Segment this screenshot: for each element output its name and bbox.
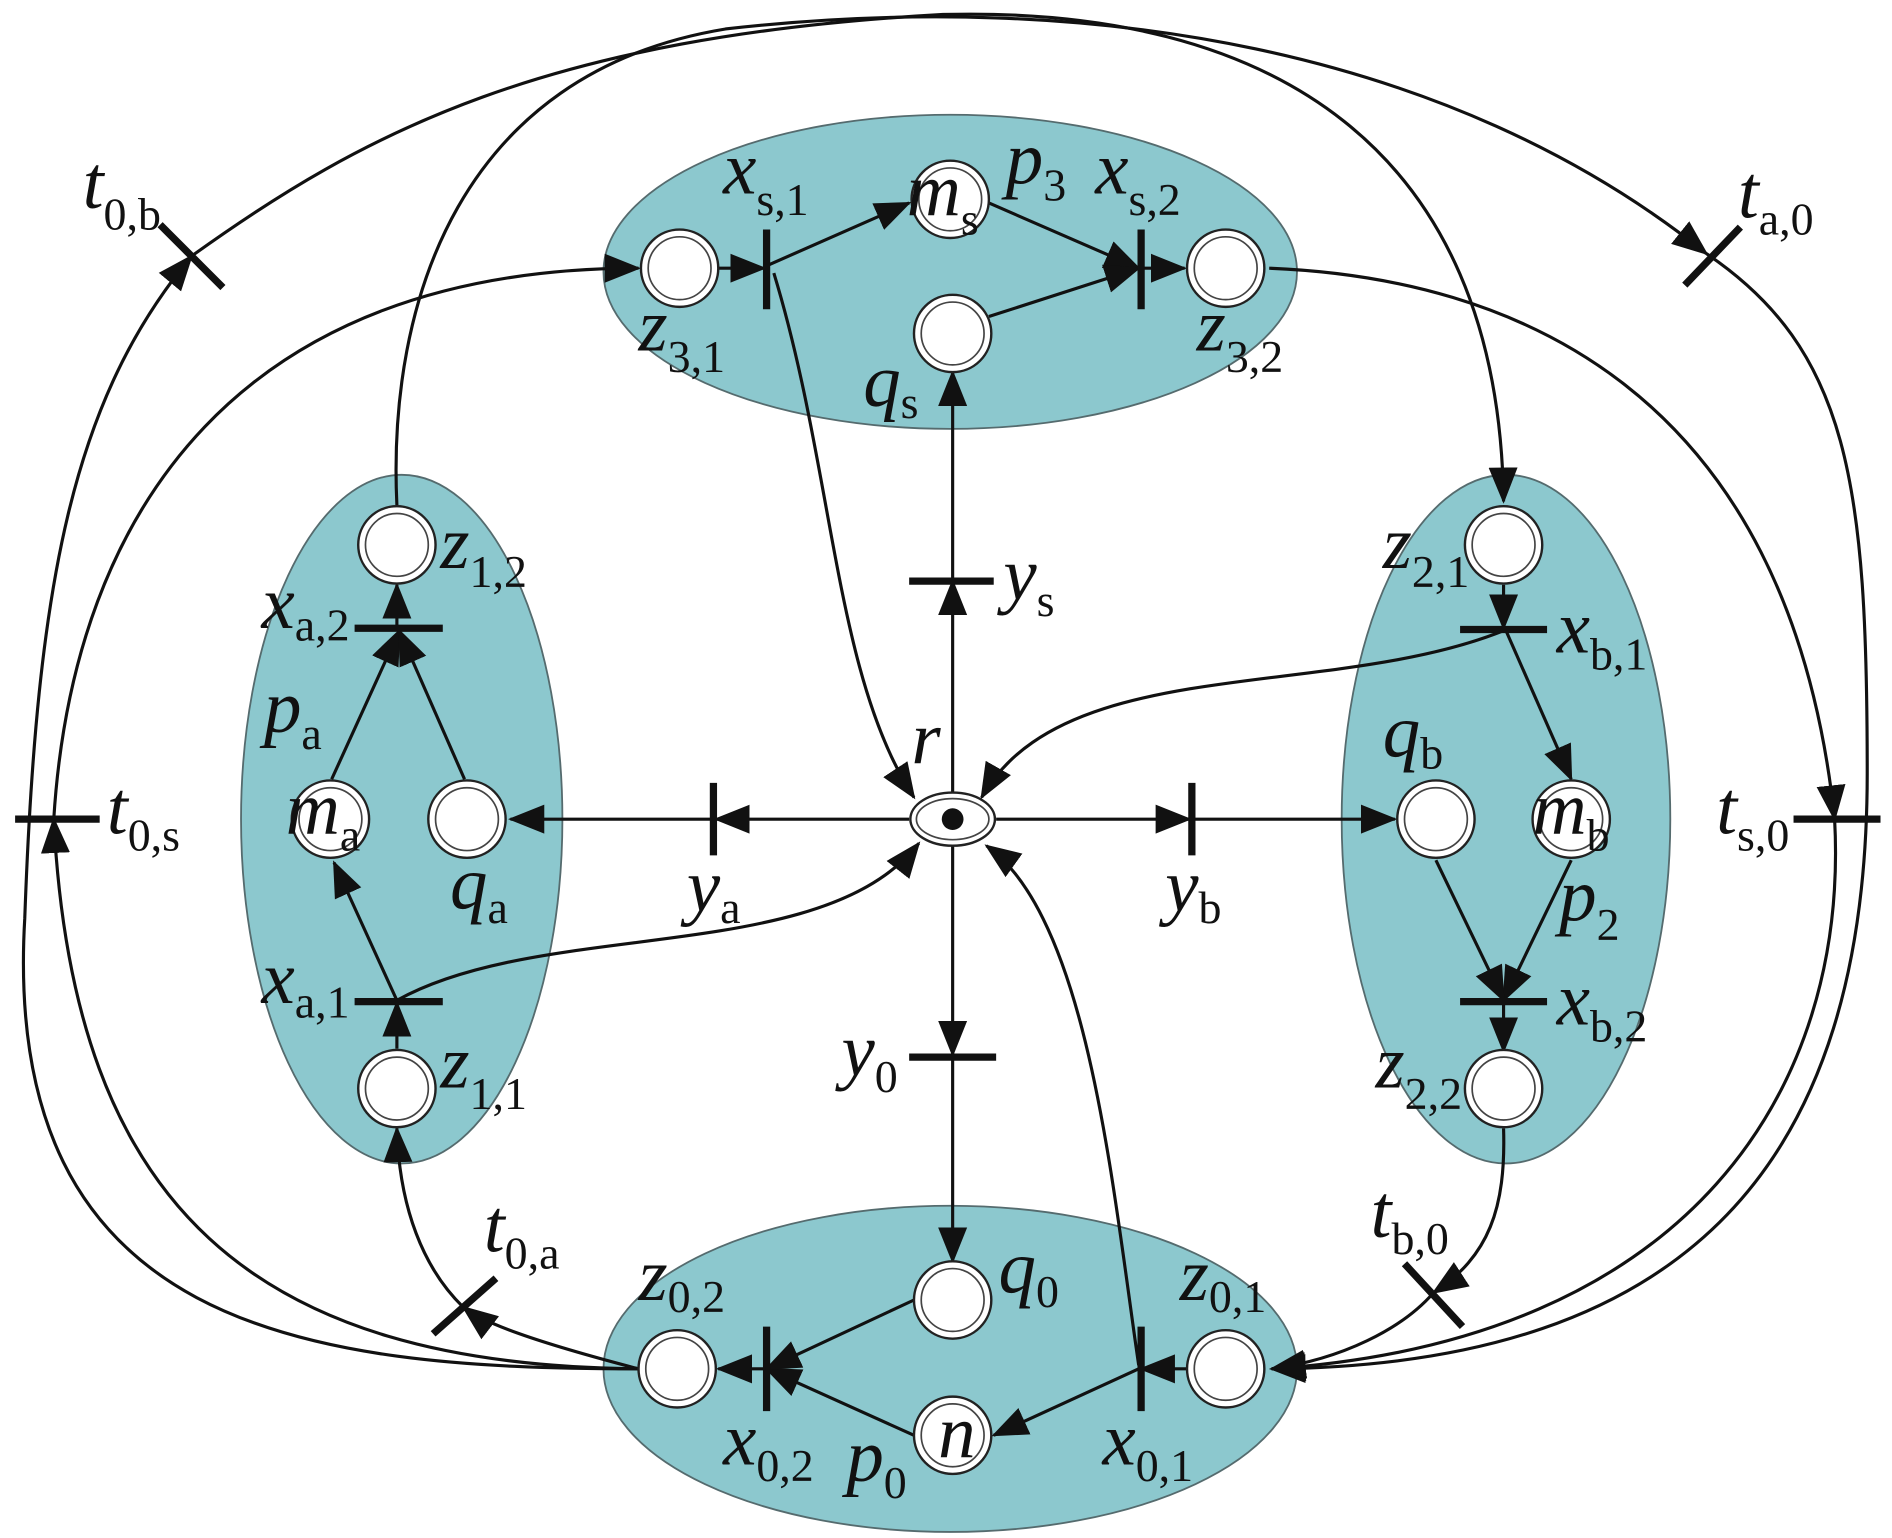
arc-xa1-r [396,841,921,1002]
label-x-a-1: xa,1 [261,937,350,1027]
label-m-b: mb [1533,768,1610,861]
label-z-0-1: z0,1 [1179,1234,1267,1322]
arc-tb0-z01 [1269,1291,1435,1379]
label-p-0: p0 [841,1415,906,1508]
token [941,808,964,831]
arc-mb-xb2 [1502,859,1573,1003]
label-q-s: qs [863,340,918,428]
place-n [912,1395,993,1476]
label-q-b: qb [1383,690,1443,778]
label-x-b-2: xb,2 [1556,959,1648,1052]
arc-z02-t0a [461,1305,639,1371]
arc-z12-ta0 [394,15,1709,506]
arcs [21,12,1869,1437]
place-z-3-1 [639,228,720,309]
label-p-2: p2 [1554,855,1619,950]
transition-t-a-0 [1682,224,1743,288]
arc-xs1-r [772,272,916,800]
place-z-3-2 [1185,228,1266,309]
label-z-3-1: z3,1 [638,284,726,382]
label-t-0-b: t0,b [83,142,161,240]
label-m-a: ma [286,768,360,861]
place-z-2-1 [1463,505,1544,585]
label-y-s: ys [996,533,1054,626]
label-t-b-0: tb,0 [1371,1171,1449,1264]
arc-z22-tb0 [1431,1128,1506,1295]
label-x-b-1: xb,1 [1556,586,1648,679]
place-q-a [427,779,507,860]
label-z-2-1: z2,1 [1382,502,1470,597]
places [290,159,1612,1476]
place-q-b [1396,779,1476,860]
transition-t-b-0 [1401,1261,1466,1330]
place-z-1-2 [357,505,437,585]
label-z-3-2: z3,2 [1196,284,1284,382]
label-n: n [938,1391,975,1474]
arc-ts0-z01 [1269,819,1838,1382]
place-z-0-1 [1185,1328,1266,1409]
arc-qb-xb2 [1434,859,1505,1003]
arc-n-x02 [764,1367,915,1437]
label-t-s-0: ts,0 [1716,768,1789,861]
arc-z02-t0b [21,254,639,1371]
label-q-0: q0 [999,1227,1059,1317]
transition-t-0-a [430,1275,499,1337]
label-r: r [912,698,942,781]
label-y-b: yb [1158,845,1221,933]
arc-t0a-z11 [383,1126,465,1309]
label-x-0-1: x0,1 [1101,1398,1193,1491]
label-m-s: ms [907,149,979,244]
label-t-a-0: ta,0 [1738,151,1814,244]
label-x-s-2: xs,2 [1094,127,1181,225]
label-z-0-2: z0,2 [638,1234,726,1322]
arc-x01-r [984,844,1141,1366]
place-m-a [290,779,371,860]
arc-ma-xa2 [330,628,401,780]
arc-qa-xa2 [397,628,466,780]
place-m-s [910,159,991,240]
label-z-1-2: z1,2 [439,502,527,597]
label-x-0-2: x0,2 [722,1398,814,1491]
arc-x01-n [991,1367,1140,1437]
label-z-2-2: z2,2 [1375,1021,1463,1119]
place-z-1-1 [357,1048,437,1129]
arc-qs-xs2 [988,264,1142,319]
arc-z32-ts0 [1269,266,1846,822]
label-y-a: ya [680,845,741,933]
arc-q0-x02 [764,1298,915,1371]
transition-bars [15,222,1881,1412]
label-t-0-a: t0,a [484,1186,560,1279]
arc-xb1-mb [1504,630,1573,782]
place-q-0 [912,1260,993,1340]
arc-xb1-r [980,629,1505,800]
place-z-2-2 [1463,1048,1544,1129]
labels: xs,1 ms p3 xs,2 z3,1 z3,2 qs r ys ya yb … [83,118,1814,1508]
label-q-a: qa [450,843,508,933]
transition-t-0-b [157,222,226,291]
place-r [909,791,997,847]
arc-t0b-z21 [190,12,1518,504]
label-z-1-1: z1,1 [439,1021,527,1119]
label-t-0-s: t0,s [107,768,180,861]
label-y-0: y0 [834,1009,897,1102]
arc-xa1-ma [332,860,399,1002]
label-p-3: p3 [1001,118,1066,211]
arc-t0s-z31 [52,253,641,820]
region-top [602,113,1298,430]
arc-z02-t0s [40,816,639,1371]
label-x-s-1: xs,1 [722,127,809,225]
label-x-a-2: xa,2 [261,562,350,650]
arc-ta0-z01 [1269,252,1869,1384]
place-q-s [912,293,993,374]
arc-ms-xs2 [988,201,1141,270]
label-p-a: pa [259,666,322,759]
place-m-b [1531,779,1612,860]
place-z-0-2 [637,1328,718,1409]
arc-xs1-ms [765,201,912,268]
